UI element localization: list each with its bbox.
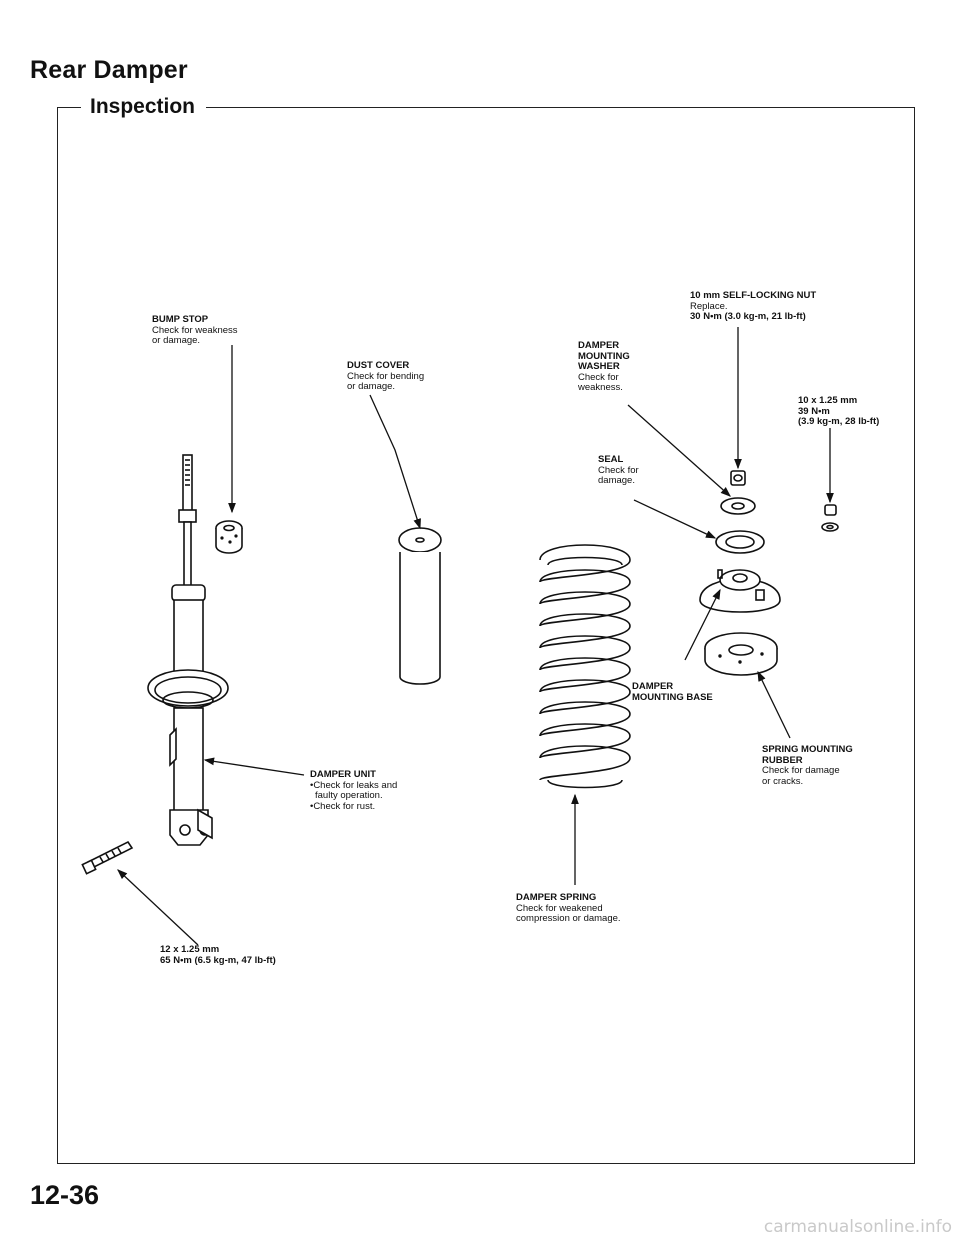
leader-lines xyxy=(117,327,834,946)
callout-seal-line: damage. xyxy=(598,475,635,486)
callout-damper-unit-line: •Check for leaks and xyxy=(310,779,398,791)
callout-damper-spring: DAMPER SPRING Check for weakened compres… xyxy=(516,892,621,925)
callout-spring-rubber-line: or cracks. xyxy=(762,775,804,787)
callout-spring-rubber-title: SPRING MOUNTING xyxy=(762,744,853,755)
callout-mounting-base-title: MOUNTING BASE xyxy=(632,691,713,703)
callout-damper-spring-title: DAMPER SPRING xyxy=(516,892,597,903)
spring-mounting-rubber-drawing xyxy=(704,632,778,676)
callout-bump-stop-line: or damage. xyxy=(152,335,201,346)
callout-bolt-10-torque: 39 N•m xyxy=(798,405,830,417)
callout-bolt-12-size: 12 x 1.25 mm xyxy=(160,944,220,955)
callout-mounting-washer-title: DAMPER xyxy=(578,340,620,351)
callout-damper-spring-line: compression or damage. xyxy=(516,913,621,924)
callout-mounting-base: DAMPER MOUNTING BASE xyxy=(632,681,713,703)
watermark: carmanualsonline.info xyxy=(763,1217,952,1237)
callout-dust-cover: DUST COVER Check for bending or damage. xyxy=(347,360,425,393)
page-title: Rear Damper xyxy=(30,56,188,84)
callout-self-locking-nut-line: Replace. xyxy=(690,300,728,312)
damper-unit-drawing xyxy=(147,454,229,846)
bolt-10-drawing xyxy=(821,504,839,532)
callout-bolt-12-torque: 65 N•m (6.5 kg-m, 47 lb-ft) xyxy=(160,954,276,966)
callout-spring-rubber-line: Check for damage xyxy=(762,765,840,776)
callout-self-locking-nut-torque: 30 N•m (3.0 kg-m, 21 lb-ft) xyxy=(690,311,806,322)
callout-self-locking-nut-title: 10 mm SELF-LOCKING NUT xyxy=(690,290,817,301)
callout-dust-cover-line: Check for bending xyxy=(347,370,425,382)
callout-damper-unit-line: faulty operation. xyxy=(315,790,383,801)
callout-bolt-12: 12 x 1.25 mm 65 N•m (6.5 kg-m, 47 lb-ft) xyxy=(160,944,276,966)
callout-bolt-10: 10 x 1.25 mm 39 N•m (3.9 kg-m, 28 lb-ft) xyxy=(798,395,880,428)
callout-bump-stop-line: Check for weakness xyxy=(152,324,238,336)
callout-mounting-washer-line: Check for xyxy=(578,371,619,383)
callout-mounting-washer-title: WASHER xyxy=(578,361,620,372)
callout-mounting-base-title: DAMPER xyxy=(632,681,674,692)
callout-mounting-washer-title: MOUNTING xyxy=(578,350,630,362)
nut-washer-seal-drawing xyxy=(715,470,765,554)
callout-mounting-washer: DAMPER MOUNTING WASHER Check for weaknes… xyxy=(578,340,630,394)
callout-damper-unit: DAMPER UNIT •Check for leaks and faulty … xyxy=(310,769,398,812)
callout-spring-rubber-title: RUBBER xyxy=(762,754,803,766)
callout-seal: SEAL Check for damage. xyxy=(598,454,639,487)
section-heading: Inspection xyxy=(86,95,200,119)
page-number: 12-36 xyxy=(30,1180,100,1210)
callout-bolt-10-torque: (3.9 kg-m, 28 lb-ft) xyxy=(798,416,880,427)
callout-damper-unit-line: •Check for rust. xyxy=(310,800,376,812)
callout-self-locking-nut: 10 mm SELF-LOCKING NUT Replace. 30 N•m (… xyxy=(690,290,817,323)
callout-seal-line: Check for xyxy=(598,464,639,476)
callout-bump-stop: BUMP STOP Check for weakness or damage. xyxy=(152,314,238,347)
damper-mounting-base-drawing xyxy=(699,569,781,613)
damper-spring-drawing xyxy=(539,544,631,789)
callout-dust-cover-line: or damage. xyxy=(347,381,396,392)
callout-seal-title: SEAL xyxy=(598,454,624,465)
diagram-frame xyxy=(57,107,915,1164)
callout-damper-unit-title: DAMPER UNIT xyxy=(310,769,376,780)
callout-bump-stop-title: BUMP STOP xyxy=(152,314,209,325)
callout-bolt-10-size: 10 x 1.25 mm xyxy=(798,395,858,406)
bolt-12-drawing xyxy=(81,840,134,875)
frame-top-rule-right xyxy=(206,107,914,108)
callout-damper-spring-line: Check for weakened xyxy=(516,902,603,914)
callout-spring-mounting-rubber: SPRING MOUNTING RUBBER Check for damage … xyxy=(762,744,853,787)
frame-top-rule-left xyxy=(57,107,81,108)
bump-stop-drawing xyxy=(215,520,243,554)
dust-cover-drawing xyxy=(398,527,442,685)
callout-dust-cover-title: DUST COVER xyxy=(347,360,410,371)
callout-mounting-washer-line: weakness. xyxy=(578,382,623,393)
